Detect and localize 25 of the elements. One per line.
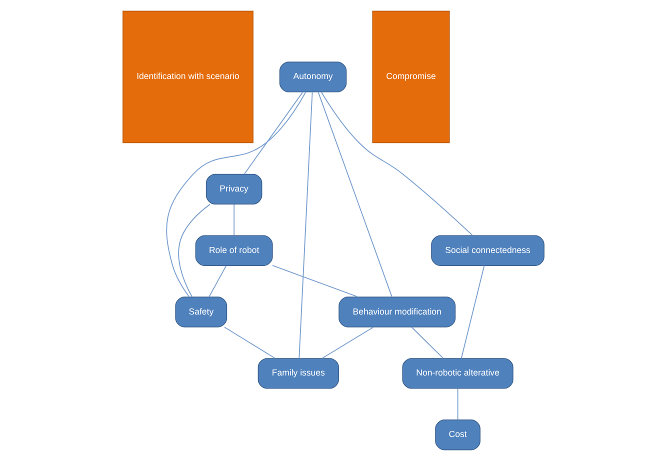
connector (208, 265, 227, 298)
node-box: Family issues (258, 358, 339, 389)
node-box: Behaviour modification (338, 296, 456, 328)
connector (411, 326, 444, 359)
connector (322, 326, 374, 359)
connector (320, 92, 474, 236)
connector (234, 204, 235, 236)
connector (244, 92, 304, 174)
connector (272, 265, 359, 298)
connector (298, 92, 313, 359)
connector (224, 326, 276, 359)
connector (460, 265, 485, 359)
node-box: Identification with scenario (122, 10, 254, 144)
node-box: Autonomy (279, 62, 347, 92)
connector (457, 388, 458, 420)
node-box: Compromise (372, 10, 450, 144)
connector (178, 204, 211, 298)
node-box: Role of robot (195, 235, 273, 266)
connector (318, 91, 392, 298)
node-box: Privacy (206, 174, 262, 205)
node-box: Cost (435, 420, 480, 450)
node-box: Safety (175, 296, 228, 328)
node-box: Social connectedness (431, 235, 544, 266)
connector (166, 92, 306, 298)
node-box: Non-robotic alterative (402, 358, 514, 389)
